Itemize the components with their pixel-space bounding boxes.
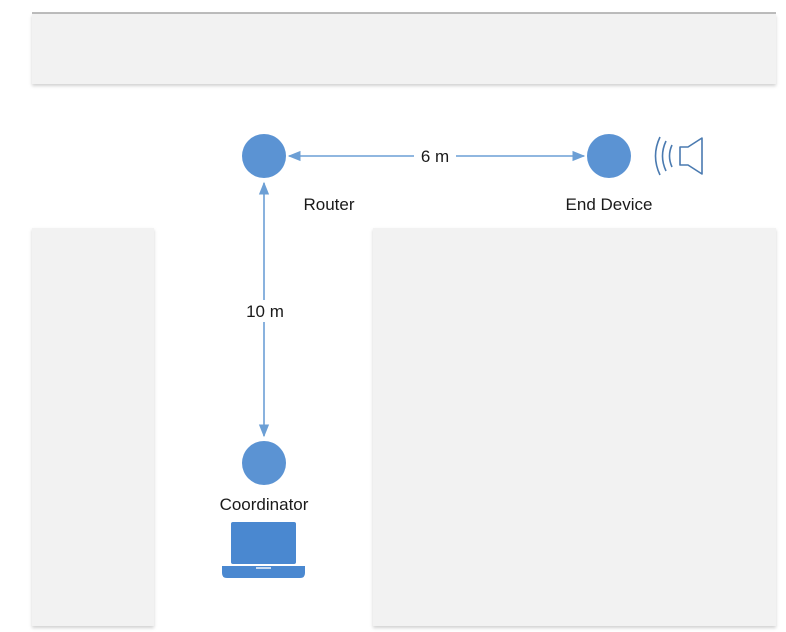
link-label-bg-vertical [240,300,290,322]
link-label-10m: 10 m [246,302,284,321]
laptop-icon [222,522,305,578]
coordinator-node[interactable] [242,441,286,485]
speaker-icon [654,136,703,176]
coordinator-label: Coordinator [220,495,309,514]
router-node[interactable] [242,134,286,178]
top-wall [32,14,776,84]
router-label: Router [303,195,354,214]
left-wall [32,228,154,626]
end-device-node[interactable] [587,134,631,178]
right-room [373,228,776,626]
end-device-label: End Device [566,195,653,214]
link-label-bg-horizontal [414,146,456,166]
link-label-6m: 6 m [421,147,449,166]
